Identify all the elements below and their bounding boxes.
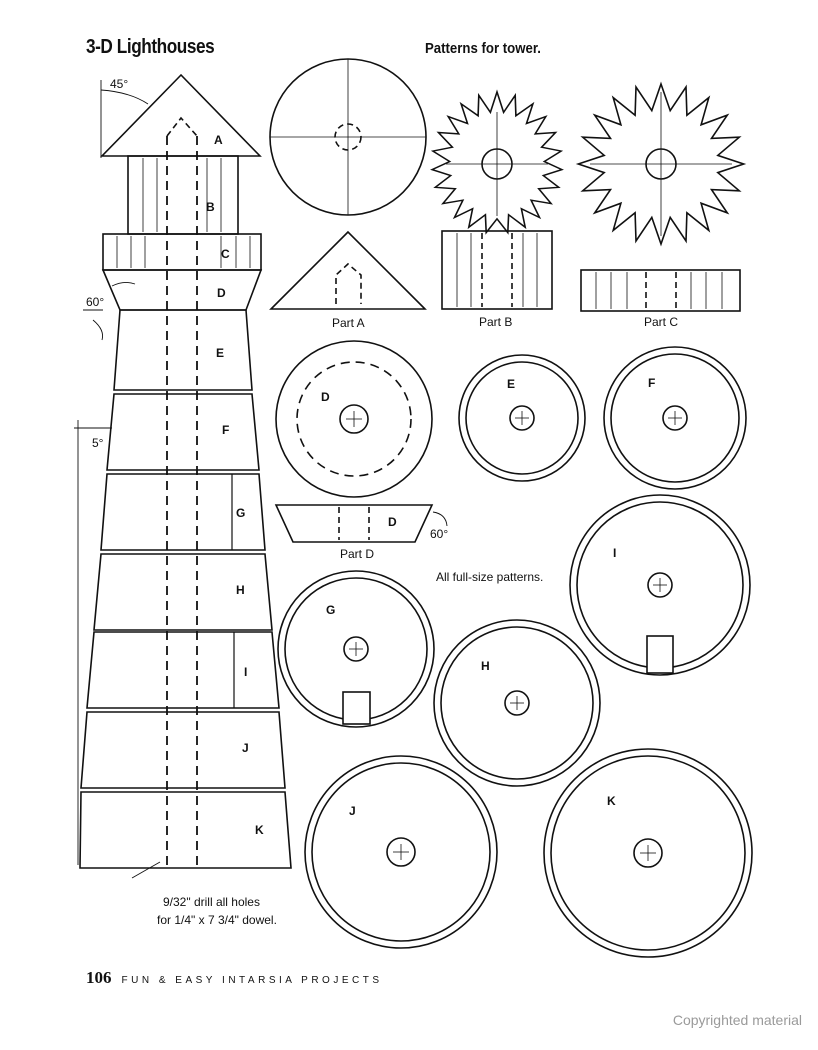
drill-note-line-1: 9/32" drill all holes bbox=[163, 895, 260, 909]
part-b-starburst bbox=[430, 89, 564, 235]
circle-h bbox=[433, 619, 601, 787]
part-a-profile bbox=[269, 230, 427, 310]
circle-j bbox=[304, 755, 498, 949]
copyright-notice: Copyrighted material bbox=[672, 1012, 802, 1028]
circle-g bbox=[277, 570, 435, 728]
tower-lantern-b bbox=[127, 155, 239, 235]
part-b-caption: Part B bbox=[479, 315, 512, 329]
tower-label-d: D bbox=[217, 286, 226, 300]
tower-label-c: C bbox=[221, 247, 230, 261]
circle-d bbox=[275, 340, 433, 498]
part-b-profile bbox=[441, 230, 553, 310]
tower-label-a: A bbox=[214, 133, 223, 147]
circle-i bbox=[569, 494, 751, 676]
angle-taper-label: 5° bbox=[92, 436, 104, 450]
drill-note-line-2: for 1/4" x 7 3/4" dowel. bbox=[157, 913, 277, 927]
tower-label-j: J bbox=[242, 741, 249, 755]
part-c-caption: Part C bbox=[644, 315, 678, 329]
circle-f bbox=[603, 346, 747, 490]
tower-label-g: G bbox=[236, 506, 245, 520]
tower-section-d bbox=[101, 269, 263, 311]
circle-label-h: H bbox=[481, 659, 490, 673]
book-title: FUN & EASY INTARSIA PROJECTS bbox=[121, 975, 383, 986]
angle-roof-label: 45° bbox=[110, 77, 128, 91]
part-a-caption: Part A bbox=[332, 316, 365, 330]
circle-label-e: E bbox=[507, 377, 515, 391]
part-d-profile-label: D bbox=[388, 515, 397, 529]
tower-label-k: K bbox=[255, 823, 264, 837]
tower-section-g bbox=[100, 473, 266, 551]
tower-label-b: B bbox=[206, 200, 215, 214]
tower-section-i bbox=[86, 631, 280, 709]
circle-k bbox=[543, 748, 753, 958]
page-number: 106 bbox=[86, 968, 112, 987]
page-footer: 106 FUN & EASY INTARSIA PROJECTS bbox=[86, 968, 383, 988]
circle-label-d: D bbox=[321, 390, 330, 404]
part-d-profile bbox=[274, 504, 434, 543]
page-title: 3-D Lighthouses bbox=[86, 36, 215, 58]
tower-section-e bbox=[113, 309, 253, 391]
circle-label-g: G bbox=[326, 603, 335, 617]
tower-gallery-c bbox=[102, 233, 262, 271]
tower-label-i: I bbox=[244, 665, 247, 679]
tower-label-e: E bbox=[216, 346, 224, 360]
part-d-angle-label: 60° bbox=[430, 527, 448, 541]
tower-label-f: F bbox=[222, 423, 229, 437]
circle-label-j: J bbox=[349, 804, 356, 818]
tower-section-j bbox=[80, 711, 286, 789]
full-size-note: All full-size patterns. bbox=[436, 570, 543, 584]
part-c-profile bbox=[580, 269, 741, 312]
tower-section-f bbox=[106, 393, 260, 471]
tower-label-h: H bbox=[236, 583, 245, 597]
tower-section-k bbox=[79, 791, 292, 869]
circle-label-k: K bbox=[607, 794, 616, 808]
tower-section-h bbox=[93, 553, 273, 631]
circle-label-i: I bbox=[613, 546, 616, 560]
part-c-starburst bbox=[575, 81, 747, 247]
page-subtitle: Patterns for tower. bbox=[425, 40, 541, 57]
circle-label-f: F bbox=[648, 376, 655, 390]
part-d-caption: Part D bbox=[340, 547, 374, 561]
circle-e bbox=[458, 354, 586, 482]
angle-base-label: 60° bbox=[86, 295, 104, 309]
tower-elevation bbox=[74, 73, 292, 879]
